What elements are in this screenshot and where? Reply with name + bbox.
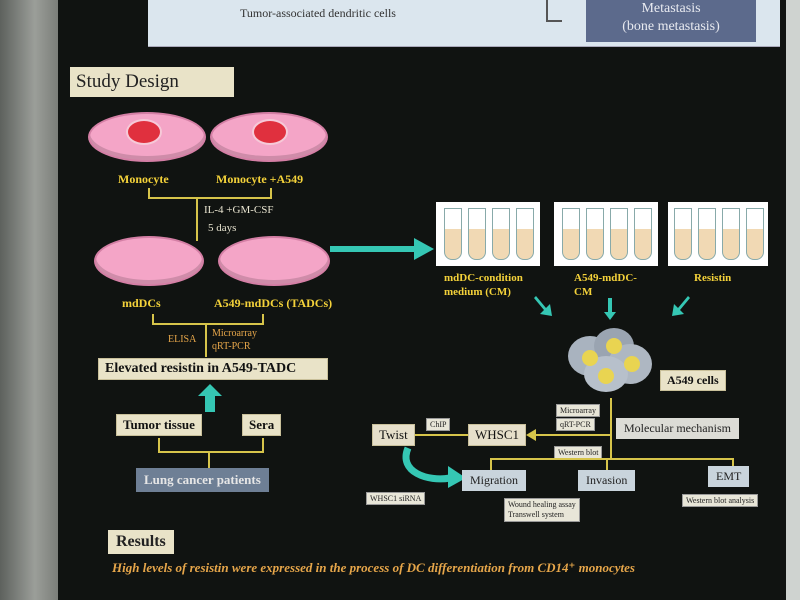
connector (490, 458, 734, 460)
header-panel: Tumor-associated dendritic cells Metasta… (148, 0, 780, 47)
arrow-down-icon (604, 298, 616, 320)
header-connector (546, 0, 562, 22)
poster-edge-left (0, 0, 58, 600)
wound-healing-tag: Wound healing assay Transwell system (504, 498, 580, 522)
microarray-tag: Microarray (556, 404, 600, 417)
molecular-mechanism-box: Molecular mechanism (616, 418, 739, 439)
tube-rack-a549-cm (554, 202, 658, 266)
connector (158, 438, 160, 452)
tube-icon (674, 208, 692, 260)
elevated-resistin-box: Elevated resistin in A549-TADC (98, 358, 328, 380)
monocyte-cells-icon (126, 119, 162, 145)
connector (148, 188, 150, 198)
tube-icon (468, 208, 486, 260)
invasion-box: Invasion (578, 470, 636, 491)
metastasis-line1: Metastasis (641, 1, 701, 16)
connector (262, 438, 264, 452)
tube-rack-cm (436, 202, 540, 266)
chip-tag: ChIP (426, 418, 451, 431)
connector (610, 398, 612, 460)
whsc1-box: WHSC1 (468, 424, 527, 446)
connector (732, 458, 734, 470)
a549-cm-label-1: A549-mdDC- (574, 272, 637, 284)
lung-cancer-patients-box: Lung cancer patients (136, 468, 269, 492)
metastasis-box: Metastasis (bone metastasis) (586, 0, 756, 42)
study-design-title: Study Design (70, 67, 234, 97)
tadcs-dish (220, 238, 328, 284)
tube-icon (562, 208, 580, 260)
connector (152, 323, 264, 325)
emt-box: EMT (708, 466, 750, 487)
connector (148, 197, 272, 199)
up-arrow-icon (198, 384, 222, 412)
results-title: Results (108, 530, 174, 554)
tube-icon (634, 208, 652, 260)
a549-cells-box: A549 cells (660, 370, 726, 391)
tube-icon (444, 208, 462, 260)
connector (152, 314, 154, 324)
tumor-tissue-box: Tumor tissue (116, 414, 202, 436)
wound-healing-line2: Transwell system (508, 510, 564, 519)
connector (534, 434, 610, 436)
migration-box: Migration (462, 470, 526, 491)
twist-box: Twist (372, 424, 415, 446)
tadcs-label: A549-mdDCs (TADCs) (214, 296, 333, 310)
treatment-label: IL-4 +GM-CSF (204, 204, 274, 216)
arrow-left-icon (526, 429, 536, 441)
whsc1-sirna-tag: WHSC1 siRNA (366, 492, 426, 505)
curved-arrow-icon (402, 446, 466, 488)
tube-rack-resistin (668, 202, 768, 266)
resistin-label: Resistin (694, 272, 732, 284)
tube-icon (516, 208, 534, 260)
connector (205, 323, 207, 357)
arrow-to-media-icon (330, 238, 434, 260)
cm-label-2: medium (CM) (444, 286, 511, 298)
connector (262, 314, 264, 324)
cm-label-1: mdDC-condition (444, 272, 523, 284)
connector (606, 458, 608, 470)
mddcs-label: mdDCs (122, 296, 161, 310)
treatment-duration: 5 days (208, 222, 237, 234)
arrow-down-icon (672, 296, 690, 316)
sera-box: Sera (242, 414, 282, 436)
header-subtitle: Tumor-associated dendritic cells (240, 6, 396, 20)
microarray-label: Microarray (212, 328, 257, 339)
metastasis-line2: (bone metastasis) (622, 19, 720, 34)
results-text: High levels of resistin were expressed i… (112, 560, 635, 575)
monocyte-label: Monocyte (118, 172, 169, 186)
connector (208, 451, 210, 469)
western-blot-analysis-tag: Western blot analysis (682, 494, 759, 507)
tube-icon (610, 208, 628, 260)
wound-healing-line1: Wound healing assay (508, 500, 576, 509)
monocyte-a549-label: Monocyte +A549 (216, 172, 304, 186)
a549-cells-icon (252, 119, 288, 145)
mddcs-dish (96, 238, 202, 284)
a549-cm-label-2: CM (574, 286, 593, 298)
a549-cells-cluster-icon (568, 328, 652, 392)
connector (412, 434, 468, 436)
poster-edge-right (786, 0, 800, 600)
elisa-label: ELISA (168, 334, 197, 345)
tube-icon (698, 208, 716, 260)
tube-icon (722, 208, 740, 260)
connector (196, 197, 198, 241)
qrtpcr-tag: qRT-PCR (556, 418, 595, 431)
qrtpcr-label: qRT-PCR (212, 341, 251, 352)
tube-icon (492, 208, 510, 260)
arrow-down-icon (534, 296, 552, 316)
tube-icon (586, 208, 604, 260)
connector (490, 458, 492, 470)
connector (270, 188, 272, 198)
tube-icon (746, 208, 764, 260)
connector (158, 451, 264, 453)
